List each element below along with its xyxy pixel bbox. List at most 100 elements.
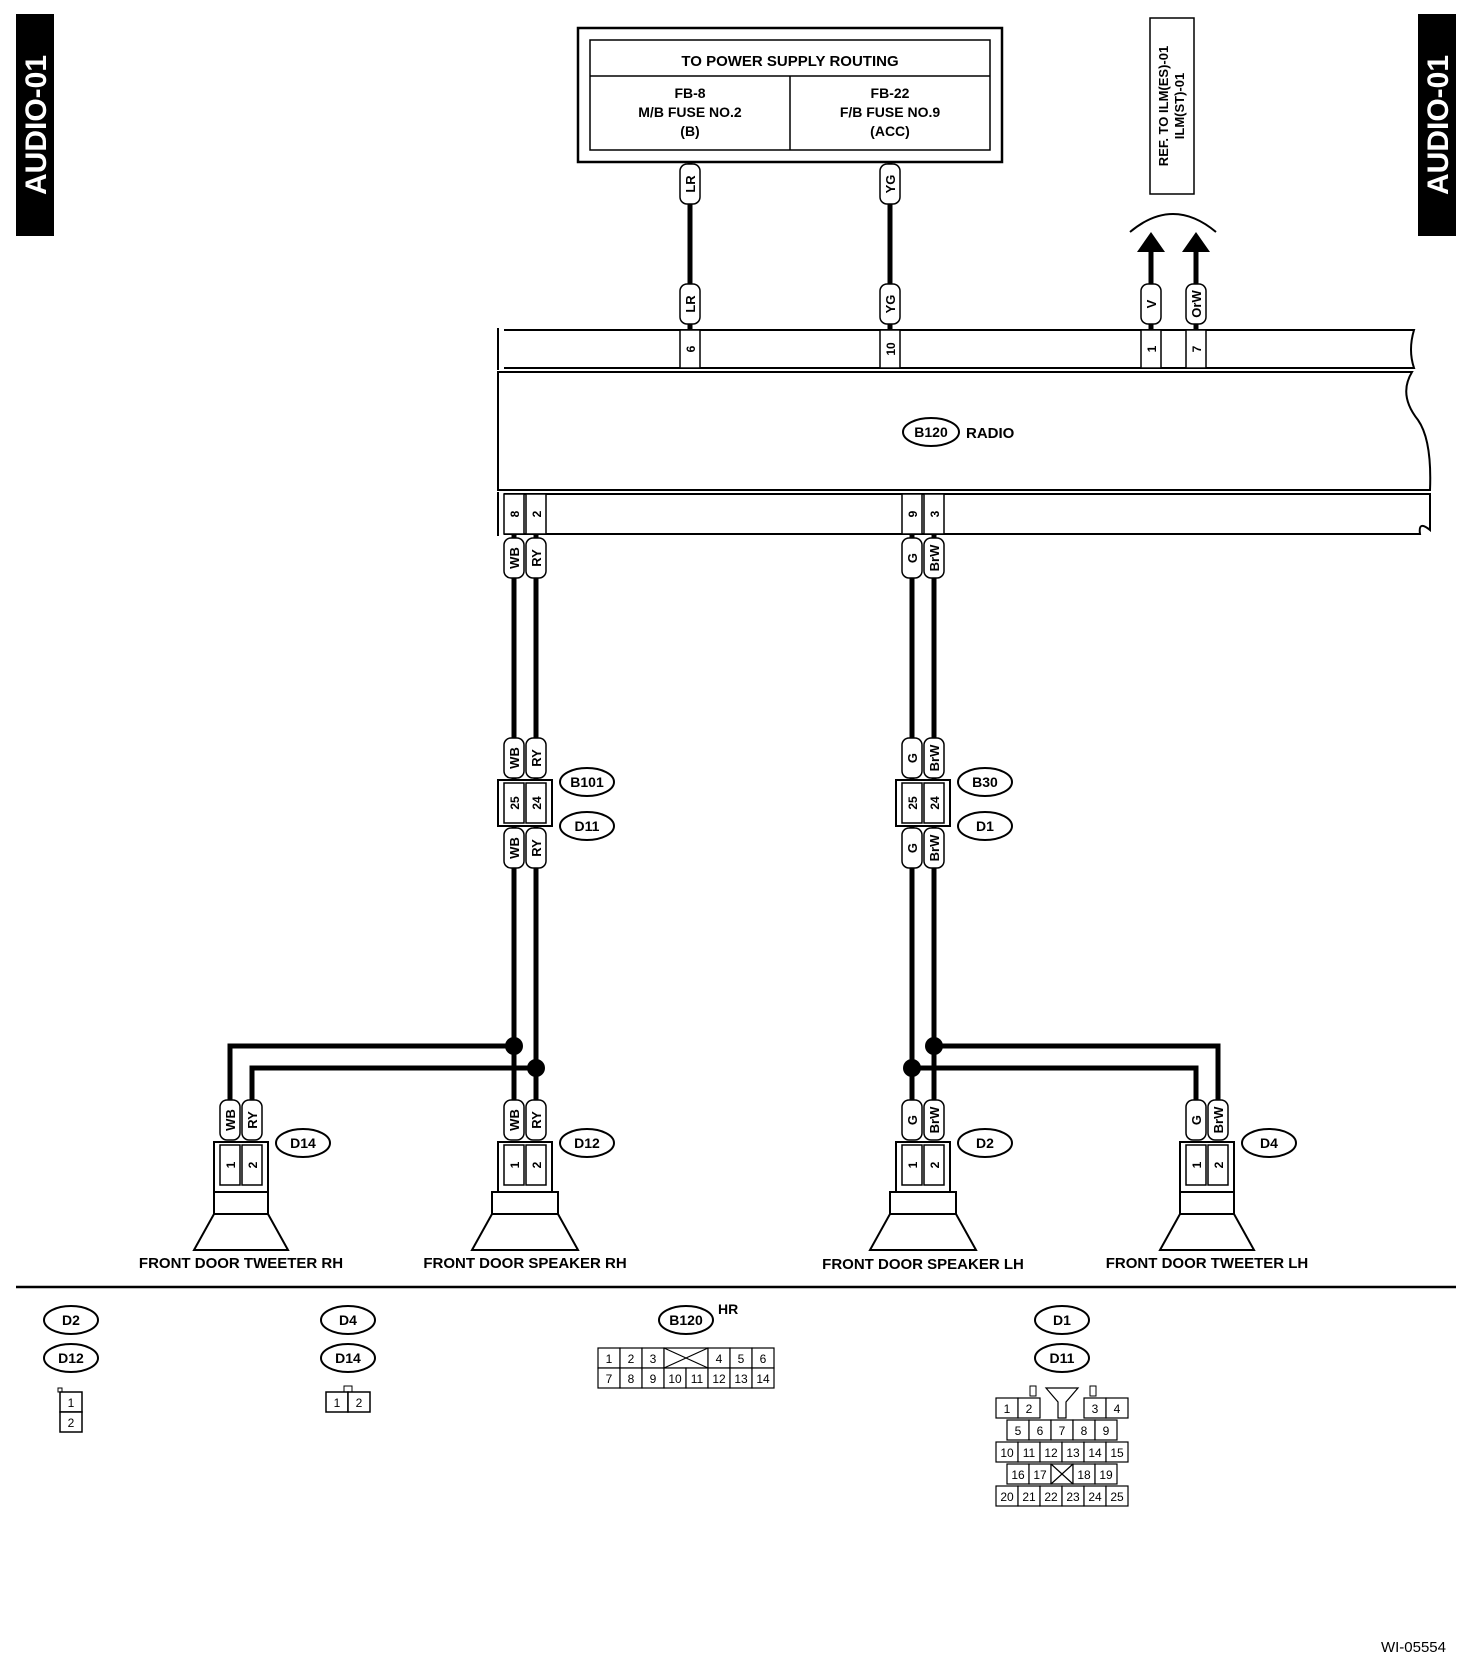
svg-text:1: 1 (334, 1396, 341, 1410)
reference-box: REF. TO ILM(ES)-01 ILM(ST)-01 (1149, 17, 1195, 195)
connector-b101: B101 (570, 774, 604, 790)
wire-label-lr-top: LR (683, 175, 698, 193)
radio-pin-8: 8 (508, 510, 522, 517)
wire-label-g: G (905, 553, 920, 563)
speaker-tweeter-rh: WB RY 1 2 D14 FRONT DOOR TWEETER RH (139, 1099, 343, 1272)
svg-text:D11: D11 (1050, 1350, 1075, 1366)
wire-label-v: V (1144, 299, 1159, 308)
ref-line1: REF. TO ILM(ES)-01 (1156, 46, 1171, 166)
connector-d2: D2 (976, 1135, 994, 1151)
figure-id: WI-05554 (1381, 1639, 1446, 1656)
wire-label-brw: BrW (927, 1106, 942, 1133)
wire-label-g: G (905, 1115, 920, 1125)
wire-label-ry: RY (529, 1111, 544, 1129)
svg-text:7: 7 (1059, 1424, 1066, 1438)
wire-label-wb: WB (507, 547, 522, 569)
wire-label-lr: LR (683, 295, 698, 313)
wire-label-wb: WB (507, 1109, 522, 1131)
svg-text:AUDIO-01: AUDIO-01 (20, 55, 53, 195)
svg-text:5: 5 (1015, 1424, 1022, 1438)
svg-text:14: 14 (756, 1372, 770, 1386)
svg-text:2: 2 (246, 1161, 260, 1168)
wire-label-brw: BrW (1211, 1106, 1226, 1133)
ref-line2: ILM(ST)-01 (1172, 73, 1187, 139)
svg-text:2: 2 (68, 1416, 75, 1430)
radio-unit: 6 10 1 7 B120 RADIO 8 2 9 3 (497, 328, 1432, 536)
wire-label-brw: BrW (927, 744, 942, 771)
lh-wiring: G BrW G BrW 25 24 G BrW B30 D1 (895, 534, 1221, 1106)
svg-text:1: 1 (508, 1161, 522, 1168)
svg-text:B120: B120 (669, 1312, 703, 1328)
power-box-left-line2: M/B FUSE NO.2 (638, 104, 742, 120)
svg-text:6: 6 (760, 1352, 767, 1366)
svg-text:13: 13 (734, 1372, 748, 1386)
power-box-left-line3: (B) (680, 123, 699, 139)
svg-text:20: 20 (1000, 1490, 1014, 1504)
arrow-up-icon (1137, 232, 1165, 252)
svg-text:13: 13 (1066, 1446, 1080, 1460)
svg-text:D2: D2 (62, 1312, 80, 1328)
svg-text:9: 9 (1103, 1424, 1110, 1438)
svg-text:2: 2 (356, 1396, 363, 1410)
wire-label-ry: RY (529, 839, 544, 857)
svg-text:18: 18 (1077, 1468, 1091, 1482)
svg-text:15: 15 (1110, 1446, 1124, 1460)
svg-text:22: 22 (1044, 1490, 1058, 1504)
wire-label-brw: BrW (927, 834, 942, 861)
svg-text:11: 11 (1023, 1446, 1036, 1460)
svg-text:D1: D1 (1053, 1312, 1071, 1328)
svg-text:D12: D12 (58, 1350, 84, 1366)
splice-point (527, 1059, 545, 1077)
legend-group-d2-d12: D2 D12 1 2 (43, 1305, 99, 1433)
svg-text:1: 1 (906, 1161, 920, 1168)
wire-label-g: G (905, 843, 920, 853)
wire-label-ry: RY (245, 1111, 260, 1129)
svg-text:1: 1 (68, 1396, 75, 1410)
speaker-label: FRONT DOOR TWEETER RH (139, 1255, 343, 1272)
speaker-label: FRONT DOOR TWEETER LH (1106, 1255, 1309, 1272)
svg-text:1: 1 (1004, 1402, 1011, 1416)
radio-pin-1: 1 (1145, 345, 1159, 352)
svg-text:2: 2 (1212, 1161, 1226, 1168)
connector-d4: D4 (1260, 1135, 1278, 1151)
power-supply-box: TO POWER SUPPLY ROUTING FB-8 M/B FUSE NO… (576, 26, 1004, 164)
splice-point (903, 1059, 921, 1077)
power-box-title: TO POWER SUPPLY ROUTING (681, 53, 898, 70)
radio-pin-3: 3 (928, 510, 942, 517)
svg-text:D4: D4 (339, 1312, 357, 1328)
side-tab-right: AUDIO-01 (1418, 14, 1456, 236)
svg-text:8: 8 (1081, 1424, 1088, 1438)
svg-text:8: 8 (628, 1372, 635, 1386)
svg-text:12: 12 (712, 1372, 726, 1386)
svg-text:1: 1 (606, 1352, 613, 1366)
svg-text:25: 25 (1110, 1490, 1124, 1504)
top-wires: LR YG LR YG V OrW (679, 162, 1217, 340)
wire-label-orw: OrW (1189, 290, 1204, 318)
radio-pin-7: 7 (1190, 345, 1204, 352)
svg-text:6: 6 (1037, 1424, 1044, 1438)
svg-text:2: 2 (1026, 1402, 1033, 1416)
legend-group-b120: B120 HR 1 2 3 4 5 6 7 8 9 10 11 12 13 14 (597, 1301, 775, 1389)
power-box-left-line1: FB-8 (674, 85, 705, 101)
svg-text:24: 24 (1088, 1490, 1102, 1504)
junction-lh-pin-b: 24 (928, 796, 942, 810)
svg-text:2: 2 (928, 1161, 942, 1168)
radio-pin-2: 2 (530, 510, 544, 517)
wire-label-wb: WB (507, 747, 522, 769)
speaker-label: FRONT DOOR SPEAKER LH (822, 1256, 1024, 1273)
svg-text:D14: D14 (335, 1350, 361, 1366)
svg-text:21: 21 (1022, 1490, 1036, 1504)
power-box-right-line2: F/B FUSE NO.9 (840, 104, 941, 120)
wire-label-g: G (1189, 1115, 1204, 1125)
arrow-up-icon (1182, 232, 1210, 252)
connector-d14: D14 (290, 1135, 316, 1151)
svg-text:10: 10 (1000, 1446, 1014, 1460)
svg-text:14: 14 (1088, 1446, 1102, 1460)
svg-text:5: 5 (738, 1352, 745, 1366)
wire-label-yg: YG (883, 295, 898, 314)
wire-label-yg-top: YG (883, 175, 898, 194)
svg-text:16: 16 (1011, 1468, 1025, 1482)
speaker-front-rh: WB RY 1 2 D12 FRONT DOOR SPEAKER RH (423, 1099, 627, 1272)
svg-text:4: 4 (1114, 1402, 1121, 1416)
